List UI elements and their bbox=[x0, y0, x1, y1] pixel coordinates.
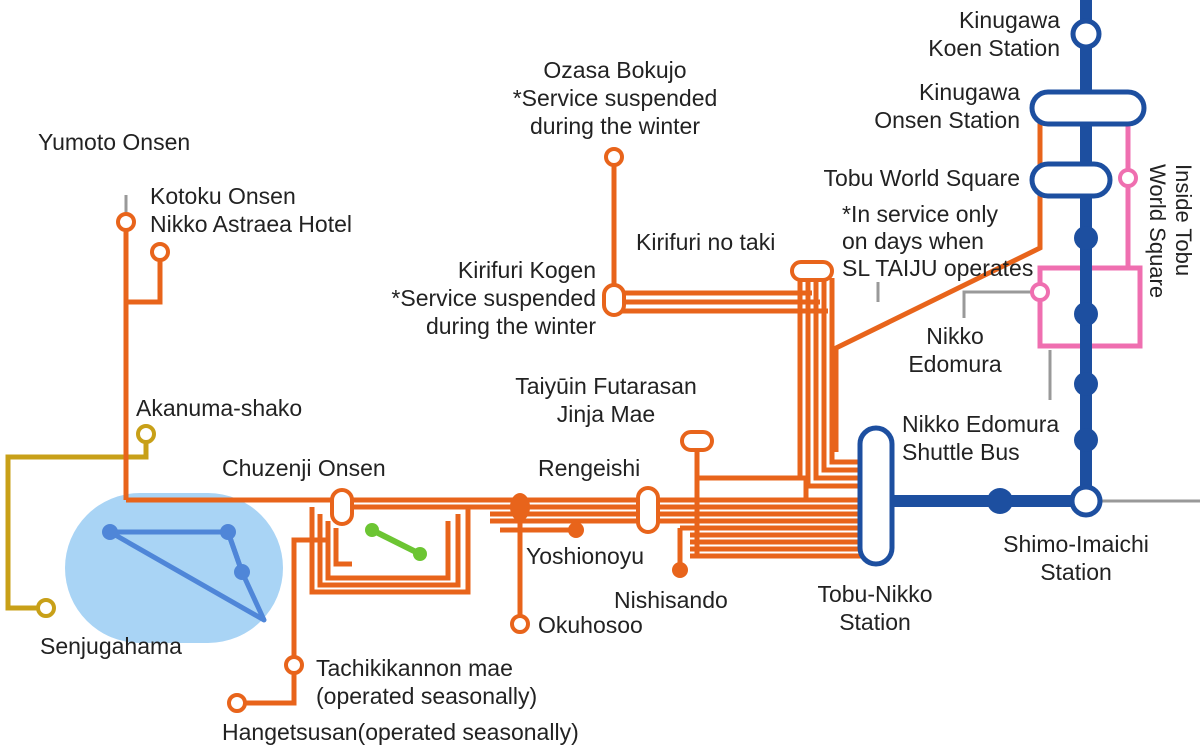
station-marker-nishisando bbox=[672, 562, 688, 578]
blue-stations-open bbox=[857, 18, 1147, 567]
station-marker-tobu-world-square bbox=[1029, 161, 1113, 199]
station-marker-kinugawa-onsen bbox=[1029, 89, 1147, 127]
station-marker-nikko-astraea bbox=[150, 242, 170, 262]
station-marker-chuzenji-onsen bbox=[330, 488, 354, 526]
station-marker-kirifuri-kogen bbox=[602, 283, 626, 317]
green-stop-1 bbox=[365, 523, 379, 537]
station-marker-senjugahama bbox=[36, 598, 56, 618]
label-yumoto-onsen: Yumoto Onsen bbox=[38, 129, 191, 155]
pink-stations bbox=[1030, 168, 1138, 302]
lake-stop-3 bbox=[234, 564, 250, 580]
label-akanuma-shako: Akanuma-shako bbox=[136, 395, 303, 421]
label-senjugahama: Senjugahama bbox=[40, 633, 182, 659]
station-marker-taiyuin bbox=[680, 430, 714, 452]
station-marker-blue-2 bbox=[1074, 302, 1098, 326]
station-marker-kirifuri-no-taki bbox=[790, 260, 834, 282]
station-marker-blue-1 bbox=[1074, 226, 1098, 250]
lake-stop-1 bbox=[102, 524, 118, 540]
station-marker-blue-5 bbox=[987, 488, 1013, 514]
station-marker-orange-junction bbox=[510, 493, 530, 521]
station-marker-akanuma-shako bbox=[136, 424, 156, 444]
label-chuzenji-onsen: Chuzenji Onsen bbox=[222, 455, 386, 481]
station-marker-tachikikannon bbox=[284, 655, 304, 675]
label-nishisando: Nishisando bbox=[614, 587, 728, 613]
label-rengeishi: Rengeishi bbox=[538, 455, 641, 481]
label-okuhosoo: Okuhosoo bbox=[538, 612, 643, 638]
station-marker-nikko-edomura bbox=[1030, 282, 1050, 302]
yellow-stations bbox=[36, 424, 156, 618]
station-marker-kinugawa-koen bbox=[1070, 18, 1102, 50]
label-hangetsusan: Hangetsusan(operated seasonally) bbox=[222, 719, 579, 745]
lake-stop-2 bbox=[220, 524, 236, 540]
station-marker-blue-4 bbox=[1074, 428, 1098, 452]
orange-solid-stops bbox=[510, 493, 688, 578]
station-marker-inside-world-square bbox=[1118, 168, 1138, 188]
orange-stations bbox=[116, 147, 834, 713]
yellow-line bbox=[5, 437, 149, 611]
station-marker-rengeishi bbox=[636, 486, 660, 534]
green-stop-2 bbox=[413, 547, 427, 561]
blue-stations-solid bbox=[987, 226, 1098, 514]
label-yoshionoyu: Yoshionoyu bbox=[526, 543, 645, 569]
station-marker-hangetsusan bbox=[227, 693, 247, 713]
label-tachikikannon: Tachikikannon mae(operated seasonally) bbox=[316, 655, 538, 709]
label-tobu-world-square: Tobu World Square bbox=[823, 165, 1020, 191]
orange-bus-lines bbox=[123, 118, 1043, 706]
green-line bbox=[370, 527, 422, 557]
station-marker-ozasa-bokujo bbox=[604, 147, 624, 167]
label-kirifuri-no-taki: Kirifuri no taki bbox=[636, 229, 776, 255]
station-marker-tobu-nikko bbox=[857, 425, 895, 567]
station-marker-okuhosoo bbox=[510, 614, 530, 634]
station-marker-kotoku-onsen bbox=[116, 212, 136, 232]
station-marker-shimo-imaichi bbox=[1069, 484, 1103, 518]
station-marker-yoshionoyu bbox=[568, 522, 584, 538]
station-marker-blue-3 bbox=[1074, 372, 1098, 396]
